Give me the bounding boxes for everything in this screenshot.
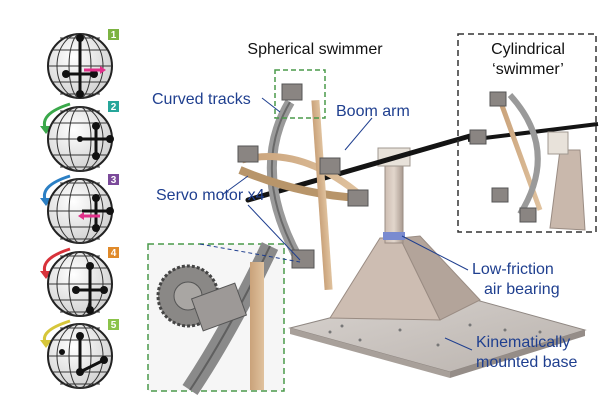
label-boom-arm: Boom arm [336,103,410,120]
sphere-step-1: 1 [47,29,119,99]
step-badge-5 [108,319,119,330]
label-kinematic-line1: Kinematically [476,334,570,351]
sphere-step-5: 5 [47,319,119,389]
kinematic-base [288,235,587,378]
spherical-zoom-box [274,69,326,119]
sphere-step-3: 3 [47,174,119,244]
title-cylindrical-line2: ‘swimmer’ [492,61,564,78]
spherical-swimmer [237,83,369,291]
step-number-4: 4 [111,248,117,259]
servo-closeup-inset [147,242,285,395]
sphere-step-2: 2 [47,101,119,172]
step-number-1: 1 [111,30,117,41]
step-number-3: 3 [111,175,117,186]
title-cylindrical-line1: Cylindrical [491,41,565,58]
step-badge-4 [108,247,119,258]
sphere-step-sequence: 1 2 [40,29,119,389]
step-number-2: 2 [111,102,117,113]
step-badge-3 [108,174,119,185]
label-low-friction-line1: Low-friction [472,261,554,278]
label-kinematic-line2: mounted base [476,354,578,371]
label-servo-motor: Servo motor x4 [156,187,265,204]
servo-motor [237,83,369,269]
label-curved-tracks: Curved tracks [152,91,251,108]
step-number-5: 5 [111,320,117,331]
cylindrical-swimmer [467,91,599,231]
sphere-step-4: 4 [47,247,119,317]
cylindrical-inset-box [457,33,597,233]
step-badge-2 [108,101,119,112]
title-spherical-swimmer: Spherical swimmer [247,41,383,58]
step-badge-1 [108,29,119,40]
label-low-friction-line2: air bearing [484,281,560,298]
